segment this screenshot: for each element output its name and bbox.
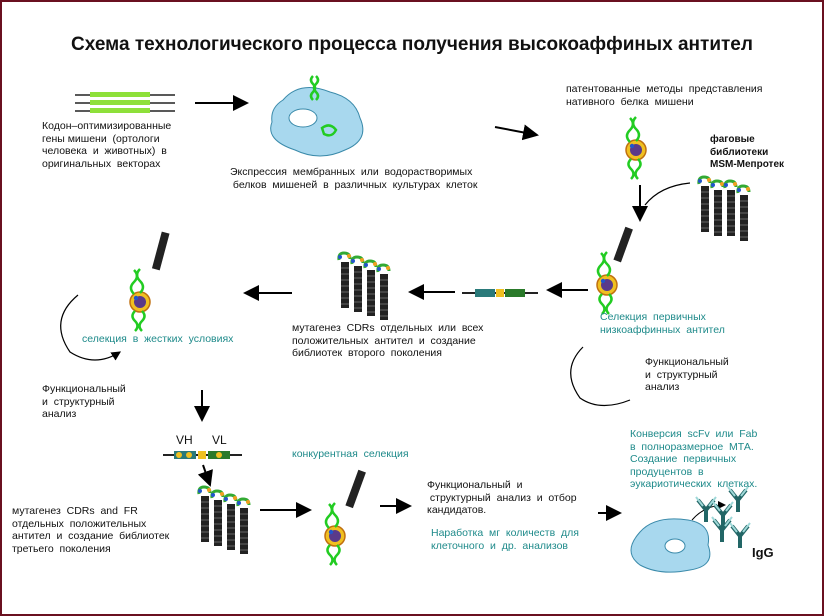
vh-label: VH: [176, 433, 193, 447]
gene-vector-icon: [75, 92, 175, 113]
functional-analysis-2-label: Функциональный и структурный анализ: [42, 383, 126, 420]
phage-icon: [595, 226, 633, 316]
conversion-label: Конверсия scFv или Fab в полноразмерное …: [630, 428, 758, 490]
production-label: Наработка мг количеств для клеточного и …: [431, 527, 579, 552]
phage-library-icon: [196, 485, 252, 556]
codon-genes-label: Кодон–оптимизированные гены мишени (орто…: [42, 120, 172, 170]
cycle-arrow-icon: [644, 182, 691, 206]
scfv-construct-icon: [462, 289, 538, 297]
cell-icon: [270, 74, 364, 157]
stringent-selection-label: селекция в жестких условиях: [82, 333, 234, 345]
igg-label: IgG: [752, 545, 774, 560]
phage-library-icon: [336, 251, 392, 322]
phage-libraries-label: фаговые библиотеки MSM-Мепротек: [710, 134, 785, 170]
primary-selection-label: Селекция первичных низкоаффинных антител: [600, 311, 725, 336]
mutagenesis-fr-label: мутагенез CDRs and FR отдельных положите…: [12, 505, 170, 555]
functional-analysis-1-label: Функциональный и структурный анализ: [645, 356, 729, 393]
arrow-icon: [494, 124, 539, 141]
arrow-icon: [197, 464, 213, 487]
phage-library-icon: [696, 175, 752, 243]
competitive-selection-label: конкурентная селекция: [292, 448, 409, 460]
functional-analysis-3-label: Функциональный и структурный анализ и от…: [427, 479, 577, 516]
cycle-arrow-icon: [570, 346, 631, 407]
page-title: Схема технологического процесса получени…: [71, 34, 753, 55]
phage-icon: [624, 115, 648, 181]
patented-methods-label: патентованные методы представления натив…: [566, 83, 763, 108]
scfv-construct-icon: [163, 451, 242, 459]
cell-icon: [630, 501, 726, 573]
mutagenesis-cdr-label: мутагенез CDRs отдельных или всех положи…: [292, 322, 484, 359]
expression-label: Экспрессия мембранных или водорастворимы…: [230, 166, 478, 191]
cycle-arrow-icon: [60, 294, 122, 361]
phage-icon: [128, 231, 170, 333]
vl-label: VL: [212, 433, 227, 447]
phage-icon: [323, 469, 366, 567]
